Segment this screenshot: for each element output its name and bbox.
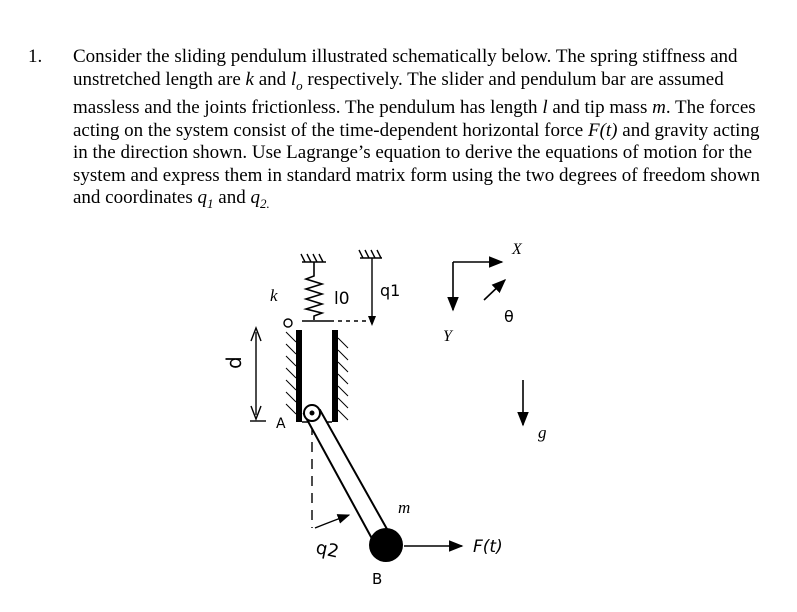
point-a-label: A xyxy=(276,416,286,432)
theta-label: θ xyxy=(504,307,514,326)
gravity-label: g xyxy=(538,423,547,442)
reference-point xyxy=(283,318,293,328)
problem-text-segment: l xyxy=(290,68,297,90)
slider-guide-hatching xyxy=(285,331,349,421)
axis-y-label: Y xyxy=(443,328,454,345)
unstretched-length-label: l0 xyxy=(334,289,350,309)
spring xyxy=(303,262,325,320)
point-b-label: B xyxy=(372,570,382,588)
problem-text-segment: 2. xyxy=(259,196,270,212)
slider-guide-left-wall xyxy=(296,330,302,422)
d-label: d xyxy=(222,356,246,369)
problem-text-segment: . The forces acting on the system consis… xyxy=(73,96,756,141)
problem-text-segment: 1 xyxy=(207,196,214,212)
axis-x-label: X xyxy=(511,241,523,258)
spring-label: k xyxy=(270,286,278,305)
d-arrow-top xyxy=(250,326,262,342)
q1-arrow xyxy=(368,316,376,326)
problem-text-segment: q xyxy=(250,187,260,209)
problem-statement: 1. Consider the sliding pendulum illustr… xyxy=(28,46,778,216)
theta-ray xyxy=(483,279,507,301)
problem-text-segment: respectively. The slider and pendulum ba… xyxy=(73,68,724,118)
d-arrow-bottom xyxy=(250,405,262,421)
problem-text-segment: and tip mass xyxy=(547,96,653,118)
ground-support-q1 xyxy=(358,249,382,259)
pivot-a-center xyxy=(309,410,315,416)
q2-label: q2 xyxy=(314,537,341,562)
tip-mass xyxy=(369,528,403,562)
problem-text-segment: k xyxy=(245,68,254,90)
problem-text-segment: and gravity acting in the direction show… xyxy=(73,119,761,209)
problem-text: Consider the sliding pendulum illustrate… xyxy=(73,46,778,216)
unstretched-length-text: l0 xyxy=(334,289,350,309)
ground-support-spring xyxy=(300,253,326,263)
problem-text-segment: l xyxy=(542,96,548,118)
pendulum-bar xyxy=(302,408,394,548)
q2-angle-arc xyxy=(314,514,351,529)
problem-text-segment: m xyxy=(652,96,666,118)
q1-label: q1 xyxy=(380,281,400,300)
problem-text-segment: and xyxy=(213,187,251,209)
problem-text-segment: and xyxy=(253,68,291,90)
problem-text-segment: Consider the sliding pendulum illustrate… xyxy=(73,46,738,90)
slider-guide-right-wall xyxy=(332,330,338,422)
force-label: F(t) xyxy=(473,537,503,557)
problem-text-segment: F(t) xyxy=(587,119,618,141)
mass-label: m xyxy=(398,498,410,517)
problem-text-segment: q xyxy=(197,187,208,209)
problem-number: 1. xyxy=(28,46,43,67)
problem-text-segment: o xyxy=(296,77,303,93)
